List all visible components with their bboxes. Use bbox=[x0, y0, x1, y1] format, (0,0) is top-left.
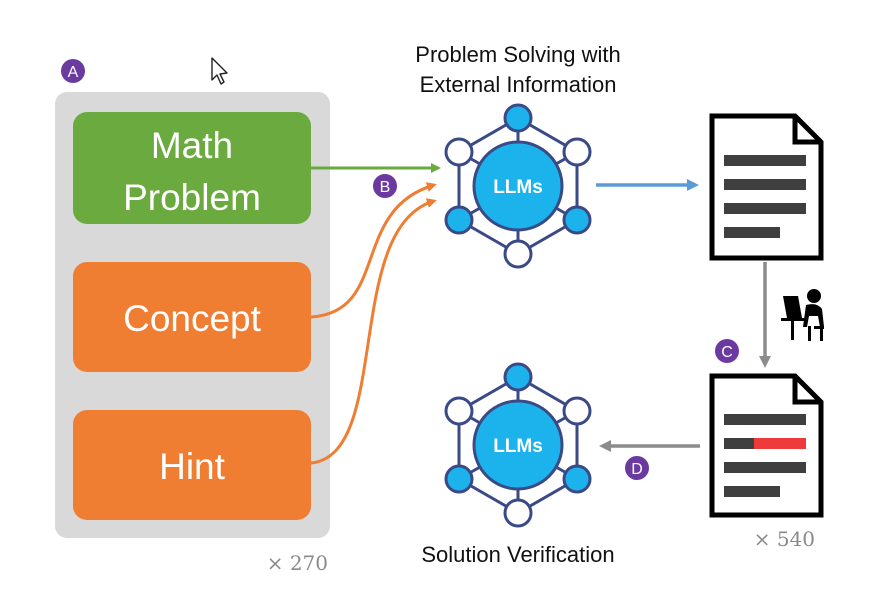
error-highlight bbox=[754, 438, 806, 449]
arrow-concept-to-llm bbox=[310, 182, 437, 319]
svg-text:C: C bbox=[721, 344, 733, 361]
annotated-document-icon bbox=[709, 373, 824, 518]
person-at-laptop-icon bbox=[781, 289, 824, 341]
inputs-multiplier: × 270 bbox=[267, 551, 328, 575]
llm-network-icon: LLMs bbox=[444, 362, 592, 528]
hint-box: Hint bbox=[73, 410, 311, 520]
badge-c: C bbox=[715, 339, 739, 363]
annotation-multiplier: × 540 bbox=[754, 527, 815, 551]
svg-text:B: B bbox=[380, 179, 391, 196]
math-problem-line1: Math bbox=[151, 125, 233, 166]
math-problem-box: Math Problem bbox=[73, 112, 311, 224]
cursor-icon bbox=[211, 57, 228, 85]
concept-label: Concept bbox=[123, 298, 262, 339]
document-icon bbox=[709, 113, 824, 261]
math-problem-line2: Problem bbox=[123, 177, 261, 218]
concept-box: Concept bbox=[73, 262, 311, 372]
llm-label-top: LLMs bbox=[493, 177, 543, 198]
llm-label-bottom: LLMs bbox=[493, 436, 543, 457]
llm-network-icon: LLMs bbox=[444, 103, 592, 269]
svg-text:D: D bbox=[631, 461, 643, 478]
solving-title-line2: External Information bbox=[420, 72, 617, 97]
arrow-hint-to-llm bbox=[310, 198, 437, 465]
svg-text:A: A bbox=[68, 64, 79, 81]
verification-title: Solution Verification bbox=[421, 542, 614, 567]
badge-b: B bbox=[373, 174, 397, 198]
badge-d: D bbox=[625, 456, 649, 480]
badge-a: A bbox=[61, 59, 85, 83]
hint-label: Hint bbox=[159, 446, 226, 487]
solving-title-line1: Problem Solving with bbox=[415, 42, 620, 67]
